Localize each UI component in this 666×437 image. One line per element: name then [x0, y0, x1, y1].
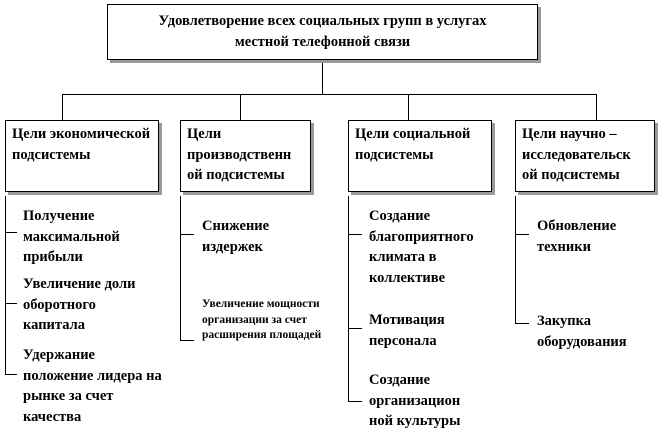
social-tick — [348, 234, 362, 235]
research-vertical-line — [515, 196, 516, 324]
research-tick — [515, 323, 529, 324]
social-vertical-line — [348, 196, 349, 402]
economic-subsystem-box: Цели экономической подсистемы — [5, 120, 159, 192]
title-connector — [322, 60, 323, 94]
production-vertical-line — [180, 196, 181, 341]
horizontal-bus — [62, 94, 596, 95]
social-goal-item: Создание организацион ной культуры — [369, 372, 461, 429]
social-goal-item: Мотивация персонала — [369, 312, 445, 349]
economic-tick — [5, 374, 17, 375]
root-goal-text: Удовлетворение всех социальных групп в у… — [158, 13, 487, 50]
social-tick — [348, 401, 362, 402]
root-goal-box: Удовлетворение всех социальных групп в у… — [107, 4, 538, 60]
economic-vertical-line — [5, 196, 6, 374]
social-subsystem-box: Цели социальной подсистемы — [348, 120, 492, 192]
social-goal-item: Создание благоприятного климата в коллек… — [369, 208, 474, 286]
economic-goal-item: Увеличение доли оборотного капитала — [23, 276, 136, 333]
production-goal-item: Увеличение мощности организации за счет … — [202, 298, 322, 341]
research-subsystem-header: Цели научно – исследовательск ой подсист… — [522, 126, 631, 183]
production-tick — [180, 234, 194, 235]
drop-line-4 — [596, 94, 597, 120]
research-tick — [515, 234, 529, 235]
economic-tick — [5, 303, 17, 304]
research-goal-item: Закупка оборудования — [537, 313, 627, 350]
production-subsystem-box: Цели производственн ой подсистемы — [180, 120, 311, 192]
economic-goal-item: Получение максимальной прибыли — [23, 208, 120, 265]
production-subsystem-header: Цели производственн ой подсистемы — [187, 126, 292, 183]
research-goal-item: Обновление техники — [537, 218, 617, 255]
production-goal-item: Снижение издержек — [202, 218, 270, 255]
economic-tick — [5, 232, 17, 233]
research-subsystem-box: Цели научно – исследовательск ой подсист… — [515, 120, 655, 192]
drop-line-3 — [408, 94, 409, 120]
social-subsystem-header: Цели социальной подсистемы — [355, 126, 471, 163]
economic-subsystem-header: Цели экономической подсистемы — [12, 126, 151, 163]
social-tick — [348, 328, 362, 329]
drop-line-1 — [62, 94, 63, 120]
drop-line-2 — [240, 94, 241, 120]
economic-goal-item: Удержание положение лидера на рынке за с… — [23, 347, 162, 425]
production-tick — [180, 340, 194, 341]
